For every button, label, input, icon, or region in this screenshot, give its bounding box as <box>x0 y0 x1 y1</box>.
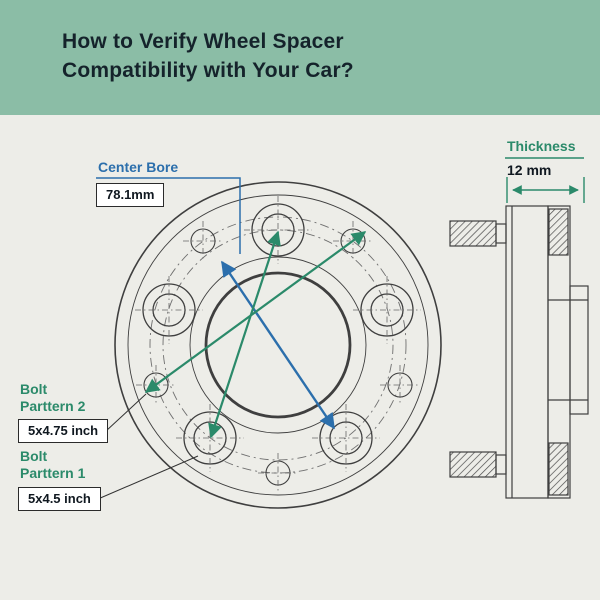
bolt-pattern-2-arrow <box>144 231 367 393</box>
wheel-stud-bottom <box>449 451 497 478</box>
small-bolt-hole <box>258 453 298 493</box>
title-line-2: Compatibility with Your Car? <box>62 59 354 82</box>
small-bolt-hole <box>380 365 420 405</box>
center-bore-label: Center Bore <box>98 159 179 175</box>
lug-hole <box>135 276 203 344</box>
bolt-pattern-1-leader <box>97 455 199 500</box>
bolt-pattern-1-label-line1: Bolt <box>20 448 48 464</box>
bolt-pattern-2-leader <box>105 393 147 432</box>
bolt-pattern-1-arrow <box>208 230 281 439</box>
bolt-pattern-2-value: 5x4.75 inch <box>18 419 109 443</box>
small-bolt-hole <box>183 221 223 261</box>
stud-sleeve-top <box>548 208 569 256</box>
bolt-pattern-1-value: 5x4.5 inch <box>18 487 101 511</box>
page-title: How to Verify Wheel Spacer Compatibility… <box>62 27 600 85</box>
title-line-1: How to Verify Wheel Spacer <box>62 30 344 53</box>
spacer-side-view <box>449 205 589 499</box>
center-bore-arrow <box>221 260 335 430</box>
header-banner: How to Verify Wheel Spacer Compatibility… <box>0 0 600 115</box>
bolt-pattern-2-label-line2: Parttern 2 <box>20 398 86 414</box>
lug-hole <box>353 276 421 344</box>
bolt-pattern-1-label-line2: Parttern 1 <box>20 465 86 481</box>
lug-hole <box>312 404 380 472</box>
lug-hole <box>244 196 312 264</box>
bolt-pattern-2-label: Bolt Parttern 2 <box>20 381 85 415</box>
thickness-value: 12 mm <box>507 162 552 178</box>
wheel-stud-top <box>449 220 497 247</box>
center-bore-leader <box>96 177 241 254</box>
bolt-pattern-2-label-line1: Bolt <box>20 381 48 397</box>
center-bore-value: 78.1mm <box>96 183 165 207</box>
thickness-label: Thickness <box>507 138 576 154</box>
thickness-dimension <box>505 157 585 203</box>
bolt-pattern-1-label: Bolt Parttern 1 <box>20 448 85 482</box>
stud-sleeve-bottom <box>548 442 569 496</box>
bolt-circle-1 <box>162 229 394 461</box>
